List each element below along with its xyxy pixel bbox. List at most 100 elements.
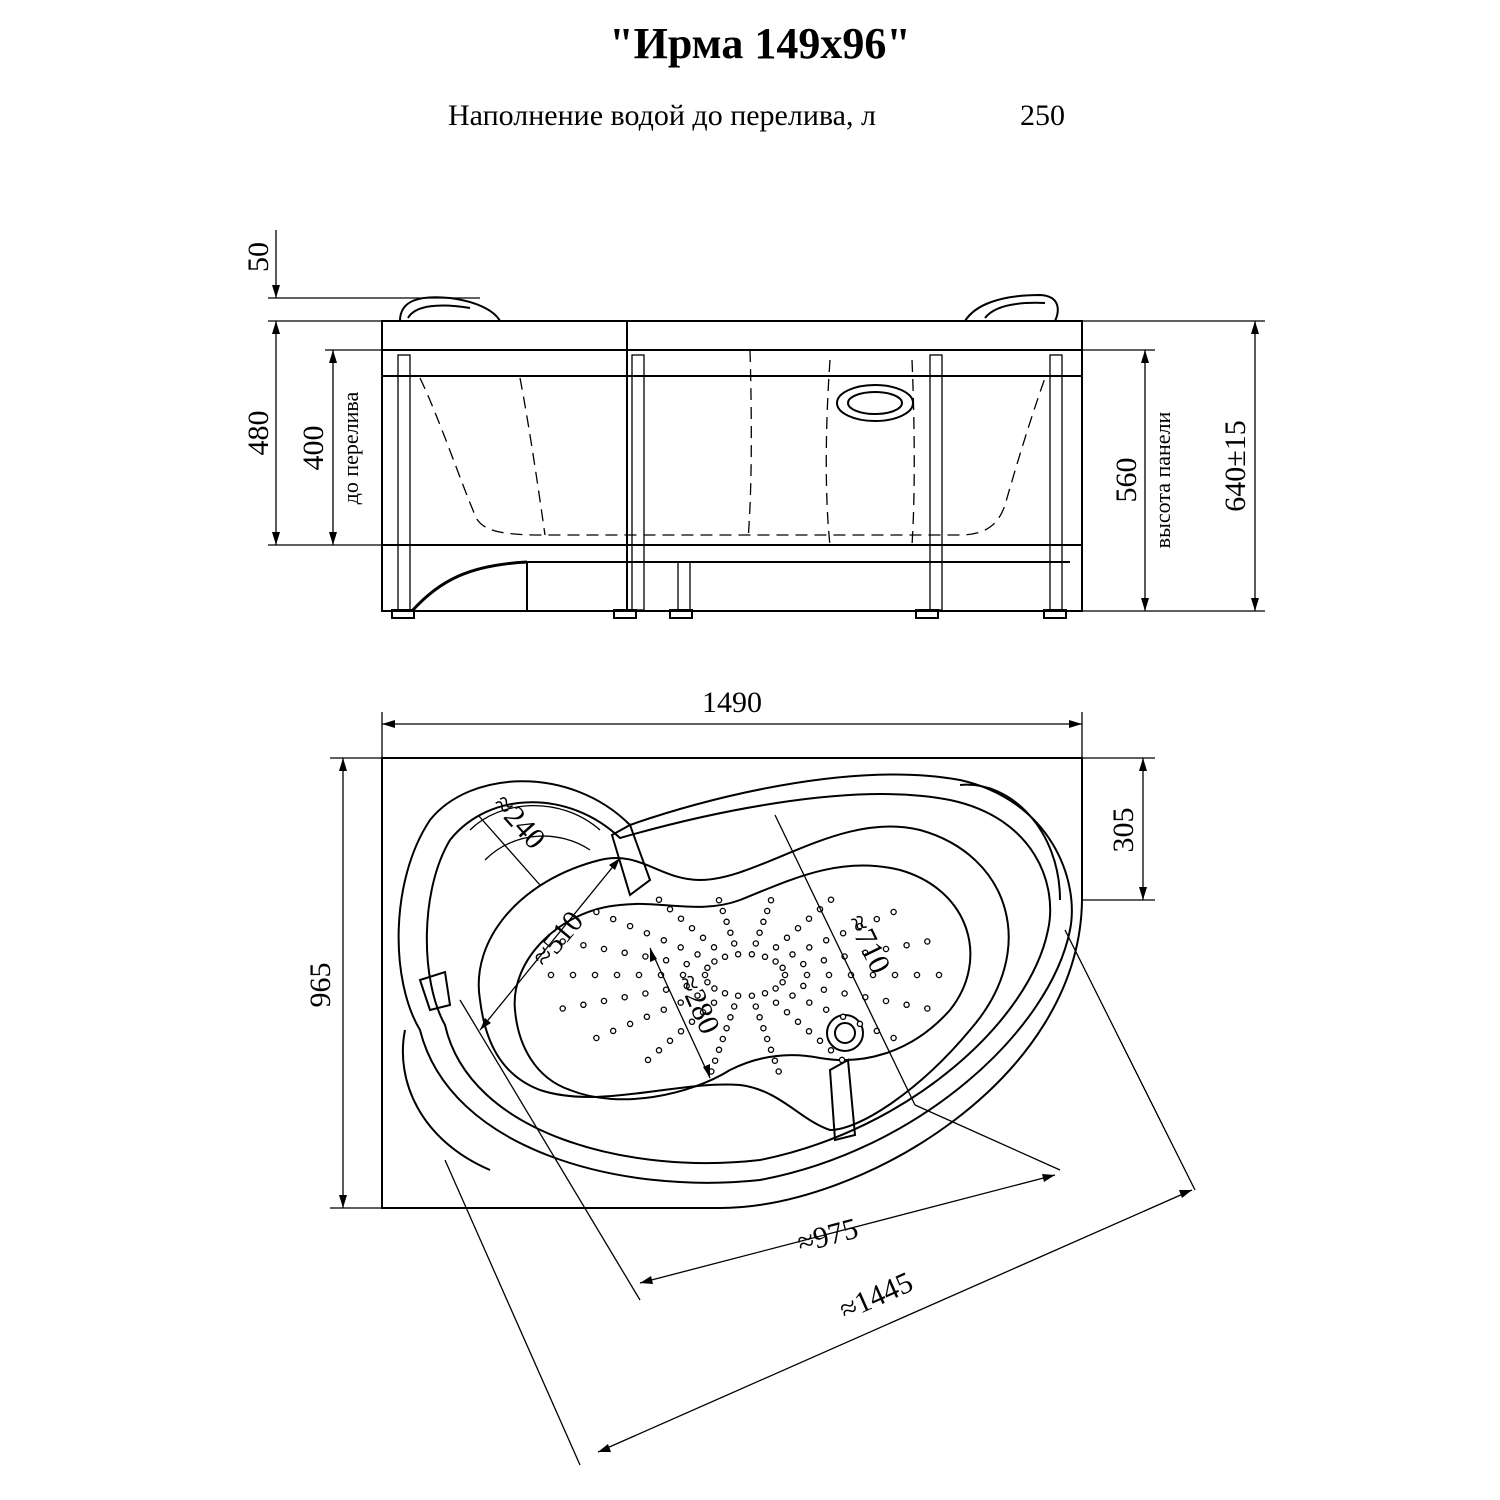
air-jet [727,929,734,936]
air-jets [547,896,943,1075]
air-jet [806,999,813,1006]
air-jet [794,924,802,932]
air-jet [580,941,587,949]
air-jet [559,938,566,945]
air-jet [711,1057,719,1064]
air-jet [635,971,643,979]
air-jet [806,944,813,951]
air-jet [767,896,775,904]
dim-diag-inner: ≈975 [794,1212,862,1260]
air-jet [760,1024,767,1032]
air-jet [827,1047,835,1054]
air-jet [609,1027,617,1035]
air-jet [660,1006,668,1013]
air-jet [719,1035,727,1043]
air-jet [655,1047,663,1054]
air-jet [820,986,828,993]
dim-diag-outer: ≈1445 [834,1266,917,1327]
air-jet [890,908,897,916]
air-jet [772,958,779,965]
air-jet [779,978,786,986]
air-jet [613,971,621,979]
air-jet [772,985,779,992]
air-jet [752,940,760,947]
air-jet [600,997,608,1005]
air-jet [642,953,649,960]
air-jet [704,978,711,986]
air-jet [839,1013,847,1021]
air-jet [683,960,690,968]
air-jet [783,1008,791,1016]
air-jet [752,1003,760,1010]
capacity-label: Наполнение водой до перелива, л [448,99,876,132]
air-jet [781,971,789,979]
air-jet [730,1003,738,1010]
air-jet [711,985,718,992]
air-jet [723,1024,730,1032]
air-jet [593,908,600,916]
air-jet [593,1034,600,1042]
air-jet [683,982,690,990]
air-jet [805,1028,813,1035]
dim-depth: 480 [242,411,275,456]
air-jet [838,1056,846,1064]
air-jet [816,1037,824,1045]
air-jet [626,922,634,930]
air-jet [882,945,890,953]
air-jet [903,941,910,949]
dim-total-height: 640±15 [1219,420,1252,511]
dim-corner: 305 [1107,808,1140,853]
air-jet [719,907,727,915]
air-jet [761,989,769,997]
air-jet [734,992,742,999]
side-view: 50 480 400 до перелива 560 высота панели… [242,230,1265,619]
air-jet [710,944,718,951]
air-jet [924,938,931,945]
air-jet [694,951,701,958]
dim-panel-label: высота панели [1150,411,1175,548]
headrest-left [399,296,501,322]
air-jet [825,971,833,979]
air-jet [748,992,756,999]
air-jet [677,915,685,922]
air-jet [822,1006,830,1013]
air-jet [727,1014,734,1021]
air-jet [800,982,807,990]
air-jet [704,964,711,972]
air-jet [756,1014,763,1021]
air-jet [730,940,738,947]
air-jet [794,1018,802,1026]
air-jet [841,990,848,997]
dim-length: 1490 [702,686,762,719]
air-jet [775,1068,782,1075]
air-jet [869,971,877,979]
air-jet [822,937,830,944]
air-jet [779,964,786,972]
air-jet [644,1056,652,1064]
air-jet [569,971,577,979]
air-jet [721,953,729,961]
air-jet [756,929,763,936]
air-jet [882,997,890,1005]
air-jet [621,949,628,957]
air-jet [789,992,796,999]
top-view: 1490 965 305 ≈240 [304,686,1196,1466]
air-jet [694,992,701,999]
dim-overflow-label: до перелива [338,391,363,504]
dim-width: 965 [304,963,337,1008]
air-jet [580,1001,587,1009]
air-jet [767,1046,775,1054]
air-jet [626,1020,634,1028]
air-jet [662,957,670,964]
dim-headrest: ≈240 [486,788,552,856]
air-jet [559,1005,566,1012]
air-jet [699,934,707,942]
air-jet [856,1020,864,1028]
air-jet [760,918,767,926]
dim-panel: 560 [1110,458,1143,503]
air-jet [856,922,864,930]
air-jet [621,993,628,1001]
air-jet [890,1034,897,1042]
air-jet [643,1013,651,1021]
